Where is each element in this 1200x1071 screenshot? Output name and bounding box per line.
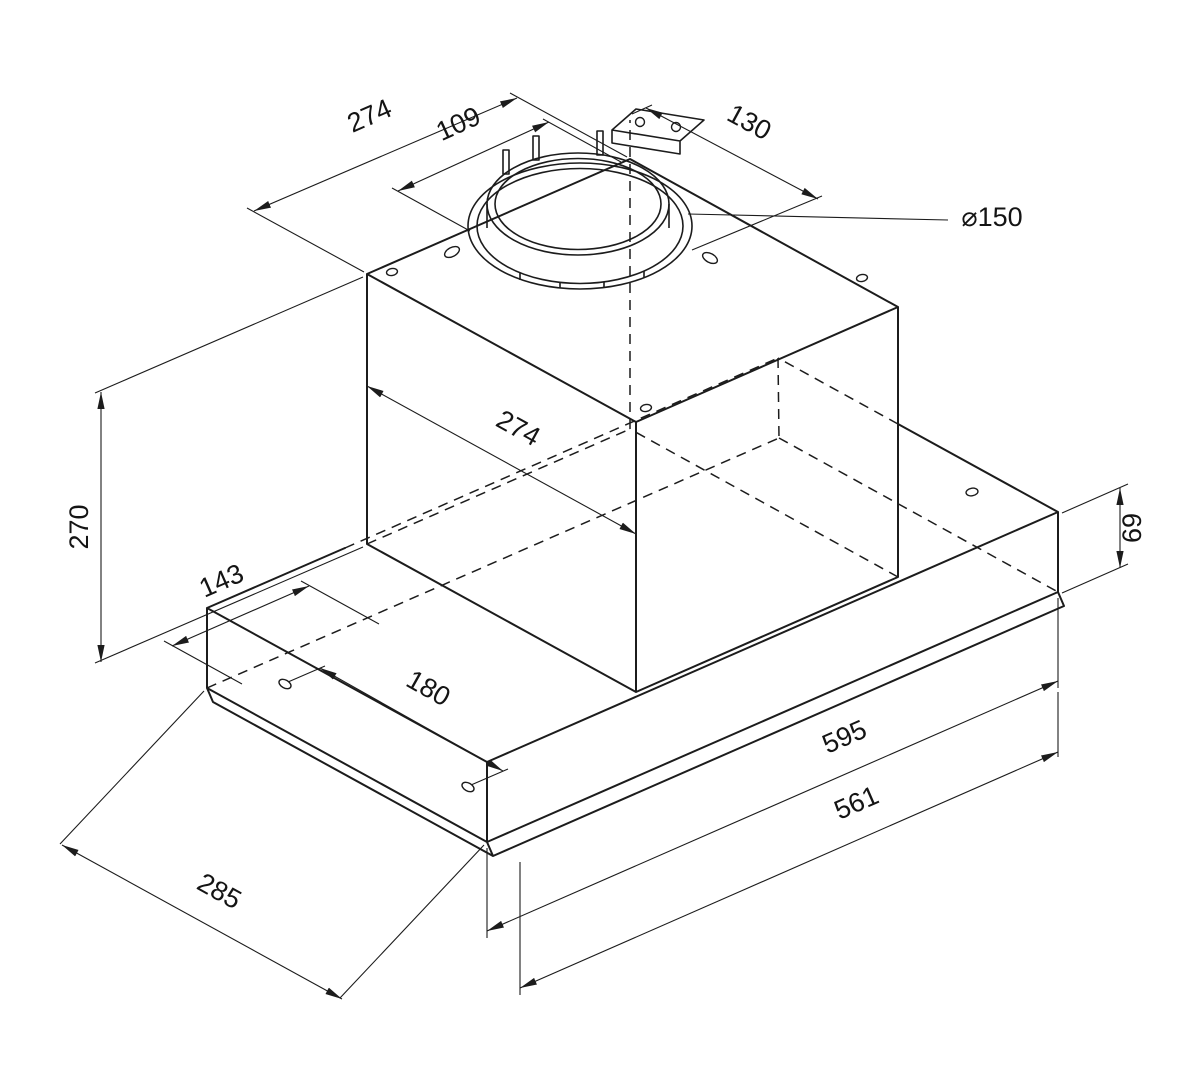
mounting-hole: [461, 781, 475, 793]
dim-chimney-height-270: 270: [64, 276, 364, 664]
dimension-label: 143: [195, 558, 248, 604]
dim-left-offset-143: 143: [163, 558, 380, 685]
collar-slot: [443, 245, 461, 259]
dimension-line: [519, 751, 1059, 989]
dim-duct-offset-130: 130: [631, 98, 823, 251]
extension-lines: [59, 690, 485, 999]
hidden-edges: [206, 120, 1059, 689]
dimension-label: 274: [343, 93, 396, 138]
screw-hole: [639, 403, 653, 413]
dimension-label: 561: [830, 780, 883, 826]
screw-hole: [855, 273, 869, 283]
dim-duct-offset-109: 109: [391, 101, 622, 232]
extension-lines: [486, 598, 1059, 938]
collar-flange-outer: [467, 162, 693, 290]
dimension-line: [366, 385, 637, 535]
dim-body-depth-285: 285: [59, 690, 485, 1000]
dimension-label: 69: [1117, 513, 1147, 543]
dimension-label: 274: [491, 404, 545, 452]
extension-lines: [246, 92, 628, 273]
dimension-label: 595: [818, 714, 871, 760]
extension-lines: [631, 104, 823, 251]
mounting-hole: [965, 487, 979, 497]
dimension-label: 180: [401, 664, 455, 712]
collar-slot: [701, 251, 719, 265]
dimension-label: 285: [192, 867, 246, 915]
dimension-label: 109: [432, 101, 485, 147]
dim-duct-diameter-150: ⌀150: [687, 202, 1023, 232]
dim-hole-spacing-180: 180: [287, 664, 509, 786]
collar-details: [486, 204, 670, 288]
extension-lines: [519, 692, 1059, 995]
dimension-label: 270: [64, 504, 94, 549]
mounting-hole: [278, 678, 292, 690]
collar-flange-inner: [476, 167, 684, 285]
extension-lines: [94, 276, 364, 664]
dimension-line: [645, 107, 819, 200]
extension-lines: [287, 665, 509, 786]
screw-hole: [385, 267, 399, 277]
leader-line: [687, 213, 949, 221]
dimension-line: [486, 680, 1059, 932]
dim-panel-width-561: 561: [519, 692, 1059, 995]
dim-body-height-69: 69: [1061, 483, 1147, 594]
duct-collar: [443, 130, 719, 290]
extension-lines: [391, 118, 622, 232]
extension-lines: [163, 580, 380, 685]
duct-rim-inner: [494, 157, 662, 251]
bracket-hole: [634, 116, 646, 128]
dim-body-width-595: 595: [486, 598, 1059, 938]
dimension-line: [171, 585, 310, 647]
dimension-label: ⌀150: [961, 202, 1022, 232]
dimension-line: [397, 121, 550, 192]
dimension-line: [61, 844, 343, 1000]
dim-chimney-width-274: 274: [366, 385, 637, 535]
dimension-line: [319, 667, 504, 772]
dimension-label: 130: [722, 98, 776, 146]
dimension-line: [253, 97, 518, 212]
